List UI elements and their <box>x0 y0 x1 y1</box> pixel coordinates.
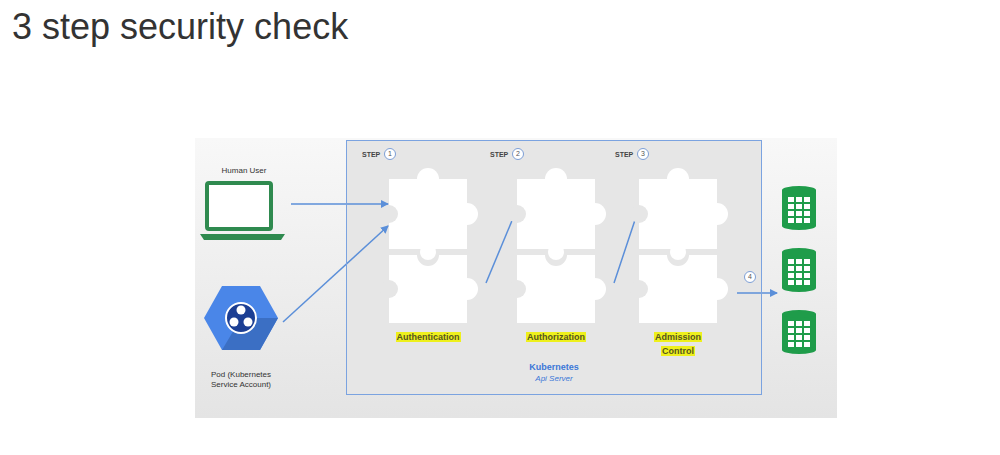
user-box: Human User <box>198 166 290 244</box>
puzzle-knob <box>667 168 689 190</box>
puzzle-knob <box>630 205 648 223</box>
puzzle-knob <box>545 168 567 190</box>
api-server-fill <box>346 140 762 395</box>
flow-arrow <box>614 211 638 283</box>
diagram-title: 3 step security check <box>12 6 348 48</box>
puzzle-knob <box>508 205 526 223</box>
puzzle-knob <box>417 168 439 190</box>
step-label-box: Authentication <box>389 329 467 343</box>
flow-arrow <box>291 203 388 205</box>
icon-label-box: Human User <box>198 166 290 176</box>
pod-icon <box>204 286 278 350</box>
puzzle-knob <box>548 244 564 260</box>
step-column: Authentication <box>389 163 485 353</box>
icon-label: Pod (Kubernetes Service Account) <box>210 370 272 390</box>
step-name: Admission Control <box>654 332 702 356</box>
server-subtitle: Api Server <box>347 373 761 384</box>
puzzle-knob <box>420 244 436 260</box>
step-label-box: Admission Control <box>639 329 717 357</box>
flow-arrow <box>486 211 516 283</box>
laptop-icon <box>200 183 285 240</box>
callout-number: 2 <box>512 148 524 160</box>
puzzle-knob <box>380 280 398 298</box>
output-arrow <box>737 292 777 294</box>
icon-label: Human User <box>198 166 290 176</box>
puzzle-pieces <box>389 163 485 325</box>
database-icon <box>782 310 816 354</box>
puzzle-knob <box>508 280 526 298</box>
callout-number: 4 <box>744 271 756 283</box>
pod-box: Pod (Kubernetes Service Account) <box>200 284 282 390</box>
puzzle-knob <box>630 280 648 298</box>
puzzle-knob <box>670 244 686 260</box>
puzzle-pieces <box>639 163 735 325</box>
step-name: Authentication <box>396 332 461 342</box>
puzzle-knob <box>584 203 606 225</box>
step-label-box: Authorization <box>517 329 595 343</box>
icon-label-box: Pod (Kubernetes Service Account) <box>210 370 272 390</box>
step-caption: STEP <box>362 150 380 159</box>
step-column: Admission Control <box>639 163 735 361</box>
puzzle-knob <box>584 278 606 300</box>
puzzle-knob <box>706 278 728 300</box>
api-server-caption: KubernetesApi Server <box>347 362 761 384</box>
puzzle-knob <box>456 203 478 225</box>
server-name: Kubernetes <box>347 362 761 373</box>
database-icon <box>782 186 816 230</box>
step-name: Authorization <box>526 332 586 342</box>
puzzle-pieces <box>517 163 613 325</box>
step-caption: STEP <box>490 150 508 159</box>
background-panel <box>195 138 837 418</box>
step-caption: STEP <box>615 150 633 159</box>
api-server-box: Authentication Authorization Admission Con… <box>346 140 762 395</box>
puzzle-knob <box>706 203 728 225</box>
callout-number: 3 <box>637 148 649 160</box>
database-icon <box>782 248 816 292</box>
callout-number: 1 <box>384 148 396 160</box>
puzzle-knob <box>456 278 478 300</box>
flow-arrow <box>283 226 388 322</box>
puzzle-knob <box>380 205 398 223</box>
step-column: Authorization <box>517 163 613 353</box>
